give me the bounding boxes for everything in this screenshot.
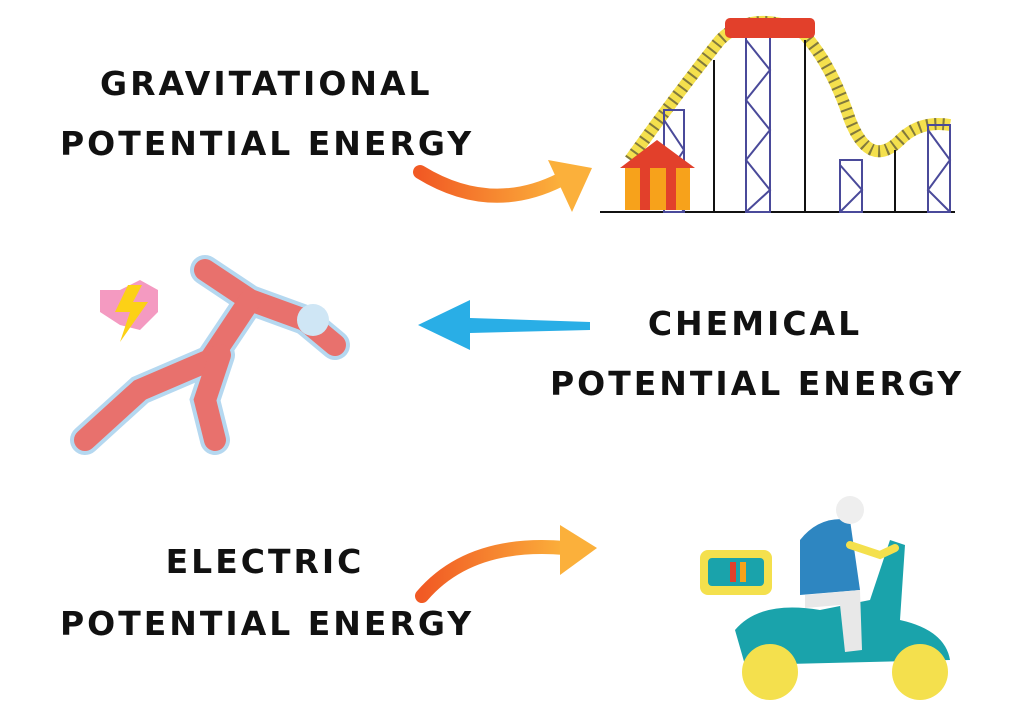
chemical-label-line1: CHEMICAL [647,304,863,343]
electric-label-line1: ELECTRIC [165,542,365,581]
gravitational-label-line2: POTENTIAL ENERGY [60,124,475,163]
chemical-label-line2: POTENTIAL ENERGY [550,364,965,403]
electric-label-line2: POTENTIAL ENERGY [60,604,475,643]
sprinting-runner-illustration [70,255,350,455]
gravitational-label-line1: GRAVITATIONAL [100,64,433,103]
orange-arrow-right-icon [415,525,597,603]
orange-arrow-right-icon [413,160,592,212]
lightning-bolt-icon [115,285,148,342]
blue-arrow-left-icon [418,300,590,350]
roller-coaster-illustration [600,16,955,213]
electric-scooter-illustration [700,496,950,700]
